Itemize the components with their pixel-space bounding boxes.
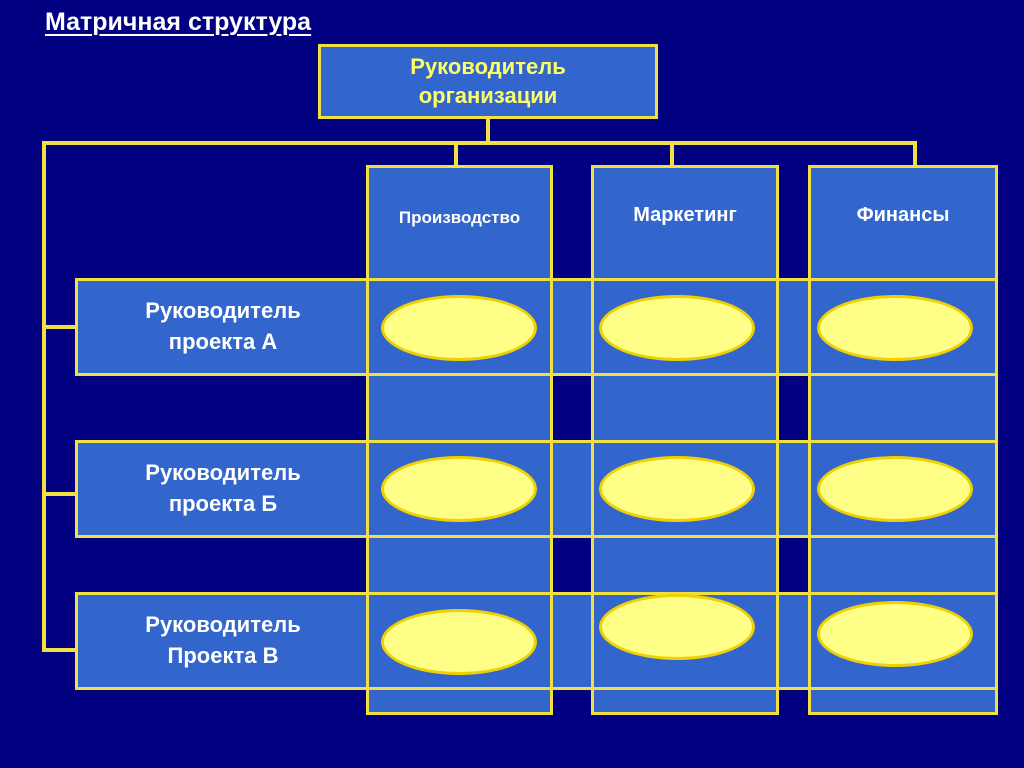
- organization-head-box: Руководитель организации: [318, 44, 658, 119]
- department-label-finance: Финансы: [856, 204, 950, 226]
- production-column-overlay: [366, 278, 553, 715]
- intersection-cell-b-production: [381, 456, 537, 522]
- marketing-column-overlay: [591, 278, 779, 715]
- intersection-cell-a-finance: [817, 295, 973, 361]
- connector-project-a-branch: [42, 325, 80, 329]
- connector-production-drop: [454, 141, 458, 167]
- intersection-cell-a-marketing: [599, 295, 755, 361]
- connector-project-b-branch: [42, 492, 80, 496]
- project-label-a: Руководитель проекта А: [145, 298, 301, 354]
- department-label-production: Производство: [398, 208, 521, 227]
- intersection-cell-b-finance: [817, 456, 973, 522]
- connector-head-vertical: [486, 118, 490, 143]
- connector-finance-drop: [913, 141, 917, 167]
- organization-head-label: Руководитель организации: [410, 53, 566, 108]
- project-label-c: Руководитель Проекта В: [145, 612, 301, 668]
- project-label-b: Руководитель проекта Б: [145, 460, 301, 516]
- intersection-cell-a-production: [381, 295, 537, 361]
- connector-top-horizontal: [42, 141, 917, 145]
- intersection-cell-c-marketing: [599, 594, 755, 660]
- finance-column-overlay: [808, 278, 998, 715]
- department-label-marketing: Маркетинг: [633, 204, 737, 226]
- intersection-cell-c-finance: [817, 601, 973, 667]
- connector-left-vertical: [42, 141, 46, 652]
- page-title: Матричная структура: [45, 8, 312, 36]
- intersection-cell-c-production: [381, 609, 537, 675]
- connector-marketing-drop: [670, 141, 674, 167]
- connector-project-c-branch: [42, 648, 80, 652]
- intersection-cell-b-marketing: [599, 456, 755, 522]
